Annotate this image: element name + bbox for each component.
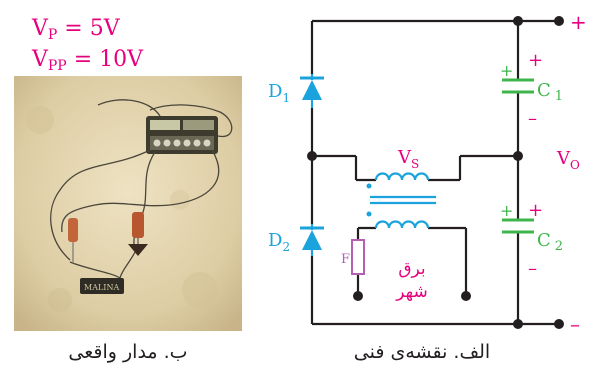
vpp-label: VPP = 10V	[31, 47, 144, 74]
diode-d2	[300, 224, 324, 256]
photo-component-left	[68, 218, 78, 262]
real-circuit-photo: MALINA	[14, 76, 242, 331]
vs-label: VS	[397, 147, 419, 171]
output-terminal-negative[interactable]	[554, 319, 564, 329]
c2-minus: –	[528, 258, 537, 279]
capacitor-c2	[502, 218, 534, 234]
c2-plus: +	[528, 200, 543, 221]
photo-module: MALINA	[80, 278, 124, 294]
transformer-dot-secondary	[366, 183, 372, 189]
vo-label: VO	[556, 148, 580, 172]
c1-minus: –	[528, 108, 537, 129]
c1-plate-plus: +	[500, 61, 513, 80]
c1-plus: +	[528, 50, 543, 71]
output-terminal-positive[interactable]	[554, 16, 564, 26]
svg-text:MALINA: MALINA	[84, 283, 119, 292]
d2-label: D2	[268, 230, 290, 254]
terminal-plus-label: +	[570, 10, 587, 34]
photo-component-right	[128, 212, 148, 256]
schematic-wires	[310, 19, 559, 326]
fuse	[351, 239, 365, 275]
fuse-label: F	[341, 252, 350, 267]
caption-schematic: الف. نقشه‌ی فنی	[354, 341, 490, 363]
transformer	[370, 172, 436, 229]
terminal-minus-label: –	[570, 312, 580, 336]
d1-label: D1	[268, 81, 290, 105]
c2-plate-plus: +	[500, 201, 513, 220]
mains-label-line2: شهر	[395, 282, 427, 302]
capacitor-c1	[502, 78, 534, 94]
signal-generator	[146, 116, 218, 154]
junction-dots	[307, 16, 523, 329]
vp-label: VP = 5V	[31, 16, 121, 43]
mains-label-line1: برق	[398, 259, 425, 279]
transformer-dot-primary	[366, 211, 372, 217]
diode-d1	[300, 74, 324, 108]
caption-real-circuit: ب. مدار واقعی	[68, 341, 187, 363]
